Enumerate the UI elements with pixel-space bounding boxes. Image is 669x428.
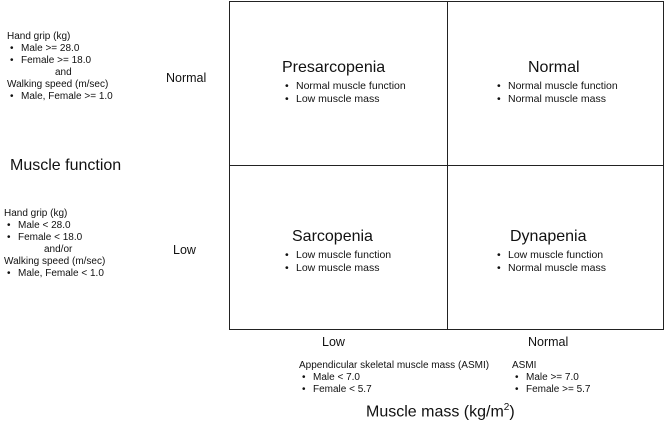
criteria-item: Female >= 5.7 <box>512 384 590 396</box>
cell-item: Low muscle mass <box>282 262 391 275</box>
col-label-normal: Normal <box>528 335 569 349</box>
x-axis-title-text: Muscle mass (kg/m <box>366 403 504 421</box>
cell-item: Low muscle mass <box>282 93 406 106</box>
col-label-low: Low <box>322 335 345 349</box>
criteria-item: Male >= 7.0 <box>512 372 590 384</box>
cell-sarcopenia: Sarcopenia Low muscle function Low muscl… <box>282 227 391 275</box>
criteria-item: Female < 5.7 <box>299 384 489 396</box>
row-label-low: Low <box>173 243 196 257</box>
cell-item: Normal muscle mass <box>494 93 618 106</box>
cell-presarcopenia: Presarcopenia Normal muscle function Low… <box>282 58 406 106</box>
cell-item: Low muscle function <box>282 249 391 262</box>
joiner-label: and/or <box>44 244 73 255</box>
cell-items: Low muscle function Normal muscle mass <box>494 249 606 275</box>
criteria-item: Male, Female < 1.0 <box>4 268 105 280</box>
row-label-normal: Normal <box>166 71 207 85</box>
x-axis-title: Muscle mass (kg/m2) <box>366 402 515 421</box>
grid-divider-horizontal <box>229 165 664 166</box>
y-axis-title: Muscle function <box>10 157 122 174</box>
criteria-normal-mass: ASMI Male >= 7.0 Female >= 5.7 <box>512 360 590 396</box>
asmi-label: Appendicular skeletal muscle mass (ASMI) <box>299 360 490 371</box>
hand-grip-list: Male < 28.0 Female < 18.0 <box>4 220 105 244</box>
criteria-item: Female < 18.0 <box>4 232 105 244</box>
cell-items: Low muscle function Low muscle mass <box>282 249 391 275</box>
x-axis-title-end: ) <box>509 403 515 421</box>
walking-speed-label: Walking speed (m/sec) <box>7 79 109 90</box>
criteria-low-function: Hand grip (kg) Male < 28.0 Female < 18.0… <box>4 208 105 280</box>
cell-items: Normal muscle function Normal muscle mas… <box>494 80 618 106</box>
hand-grip-label: Hand grip (kg) <box>4 208 68 219</box>
cell-item: Low muscle function <box>494 249 606 262</box>
criteria-low-mass: Appendicular skeletal muscle mass (ASMI)… <box>299 360 489 396</box>
walking-speed-list: Male, Female < 1.0 <box>4 268 105 280</box>
cell-items: Normal muscle function Low muscle mass <box>282 80 406 106</box>
cell-dynapenia: Dynapenia Low muscle function Normal mus… <box>494 227 606 275</box>
cell-item: Normal muscle function <box>282 80 406 93</box>
cell-title: Presarcopenia <box>282 59 386 76</box>
criteria-item: Male < 28.0 <box>4 220 105 232</box>
cell-normal: Normal Normal muscle function Normal mus… <box>494 58 618 106</box>
joiner-label: and <box>55 67 72 78</box>
cell-item: Normal muscle function <box>494 80 618 93</box>
asmi-label: ASMI <box>512 360 537 371</box>
cell-title: Sarcopenia <box>292 228 373 245</box>
asmi-list: Male < 7.0 Female < 5.7 <box>299 372 489 396</box>
cell-title: Normal <box>528 59 580 76</box>
hand-grip-list: Male >= 28.0 Female >= 18.0 <box>7 43 113 67</box>
criteria-normal-function: Hand grip (kg) Male >= 28.0 Female >= 18… <box>7 31 113 103</box>
cell-item: Normal muscle mass <box>494 262 606 275</box>
walking-speed-list: Male, Female >= 1.0 <box>7 91 113 103</box>
x-axis-title-superscript: 2 <box>503 402 510 413</box>
cell-title: Dynapenia <box>510 228 587 245</box>
criteria-item: Male >= 28.0 <box>7 43 113 55</box>
criteria-item: Male, Female >= 1.0 <box>7 91 113 103</box>
walking-speed-label: Walking speed (m/sec) <box>4 256 106 267</box>
asmi-list: Male >= 7.0 Female >= 5.7 <box>512 372 590 396</box>
hand-grip-label: Hand grip (kg) <box>7 31 71 42</box>
criteria-item: Female >= 18.0 <box>7 55 113 67</box>
criteria-item: Male < 7.0 <box>299 372 489 384</box>
